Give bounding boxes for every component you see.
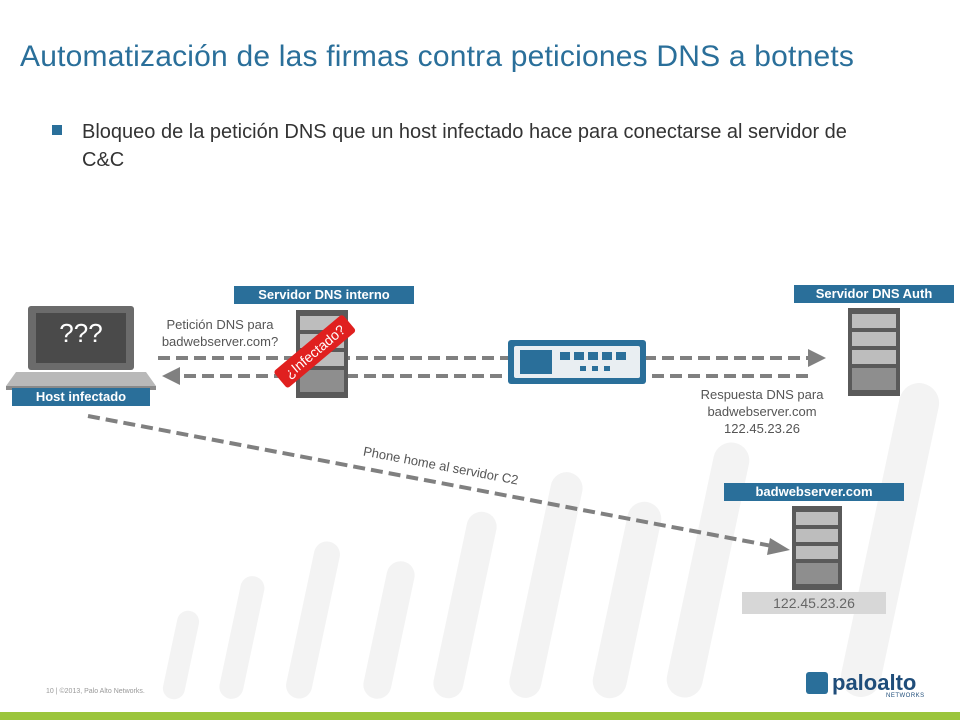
- dns-response-line3: 122.45.23.26: [724, 421, 800, 436]
- server-icon-dns-auth: [848, 308, 900, 396]
- paloalto-logo: paloalto: [806, 672, 916, 694]
- laptop-screen-text: ???: [59, 318, 103, 348]
- logo-name: paloalto: [832, 670, 917, 695]
- dns-query-line2: badwebserver.com?: [161, 334, 279, 349]
- arrowheads: [162, 349, 826, 555]
- dns-query-annotation: Petición DNS para badwebserver.com?: [140, 316, 300, 350]
- logo-sub: NETWORKS: [886, 693, 925, 699]
- page-title: Automatización de las firmas contra peti…: [20, 40, 855, 73]
- firewall-appliance-icon: [508, 340, 646, 384]
- arrow-to-badwebserver: [767, 538, 790, 555]
- bullet-square-icon: [52, 125, 62, 135]
- bullet-item: Bloqueo de la petición DNS que un host i…: [52, 118, 912, 174]
- label-badwebserver: badwebserver.com: [724, 483, 904, 501]
- label-dns-interno: Servidor DNS interno: [234, 286, 414, 304]
- arrow-to-dns-auth: [808, 349, 826, 367]
- server-icon-badwebserver: [792, 506, 842, 590]
- background-watermark: [162, 383, 940, 700]
- dns-response-annotation: Respuesta DNS para badwebserver.com 122.…: [682, 386, 842, 437]
- label-host-infectado: Host infectado: [12, 388, 150, 406]
- dns-query-line1: Petición DNS para: [166, 317, 274, 332]
- bullet-text: Bloqueo de la petición DNS que un host i…: [82, 121, 847, 171]
- dns-response-line2: badwebserver.com: [707, 404, 817, 419]
- label-dns-auth: Servidor DNS Auth: [794, 285, 954, 303]
- arrow-to-host: [162, 367, 180, 385]
- footer-copyright: 10 | ©2013, Palo Alto Networks.: [46, 688, 145, 695]
- phone-home-label: Phone home al servidor C2: [362, 444, 520, 488]
- phone-home-line: [87, 414, 773, 548]
- paloalto-logo-icon: [806, 672, 828, 694]
- bottom-accent-bar: [0, 712, 960, 720]
- dns-response-line1: Respuesta DNS para: [700, 387, 824, 402]
- badwebserver-ip: 122.45.23.26: [742, 592, 886, 614]
